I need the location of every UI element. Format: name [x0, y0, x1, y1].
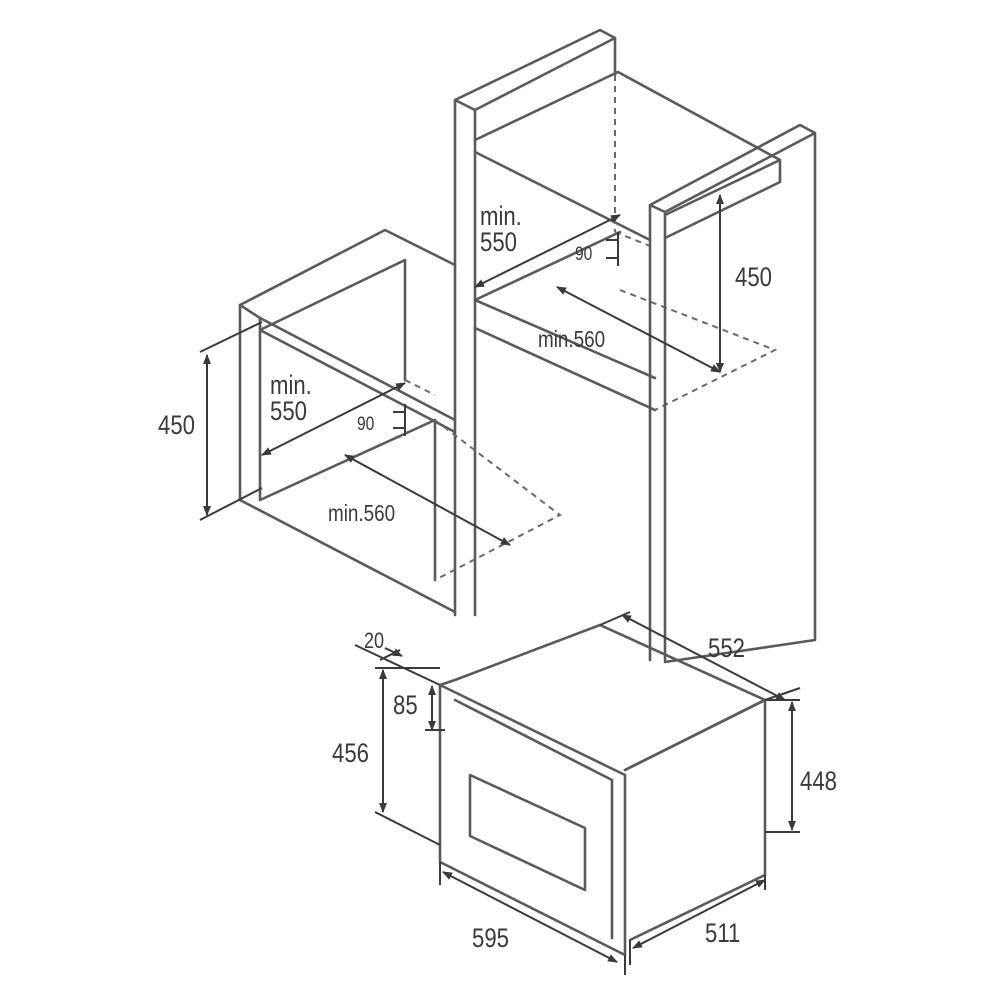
upper-height-label: 450: [735, 262, 772, 292]
lower-depth-label: min. 550: [270, 370, 312, 426]
panel-height-label: 85: [393, 690, 418, 720]
lower-width-label: min.560: [328, 500, 396, 526]
upper-gap-label: 90: [575, 244, 593, 265]
lower-cabinet: [238, 228, 562, 614]
body-depth-label: 552: [708, 633, 745, 663]
body-height-label: 448: [800, 766, 837, 796]
lower-gap-label: 90: [357, 414, 375, 435]
lower-height-label: 450: [158, 410, 195, 440]
frame-offset-label: 20: [364, 628, 385, 653]
dimension-lines: [199, 194, 801, 975]
front-width-label: 595: [472, 923, 509, 953]
front-height-label: 456: [332, 738, 369, 768]
upper-depth-label: min. 550: [480, 201, 522, 257]
upper-width-label: min.560: [538, 326, 606, 352]
body-width-label: 511: [705, 918, 741, 948]
tall-cabinet: [453, 28, 817, 664]
